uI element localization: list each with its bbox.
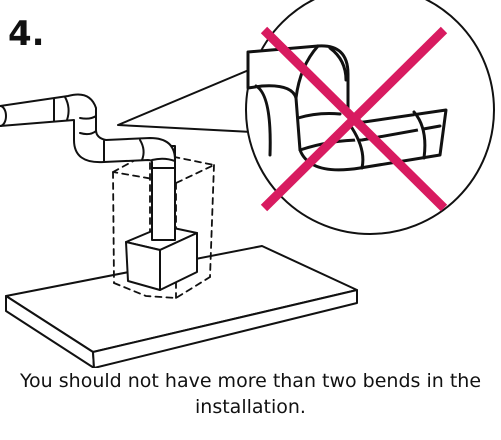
base-board — [5, 245, 358, 368]
installation-illustration — [0, 0, 495, 368]
caption-line-2: installation. — [195, 396, 306, 418]
duct-with-bends — [0, 93, 176, 169]
instruction-caption: You should not have more than two bends … — [0, 368, 501, 420]
caption-line-1: You should not have more than two bends … — [19, 370, 482, 392]
step-number: 4. — [8, 14, 45, 54]
incorrect-cross-icon — [260, 26, 448, 212]
